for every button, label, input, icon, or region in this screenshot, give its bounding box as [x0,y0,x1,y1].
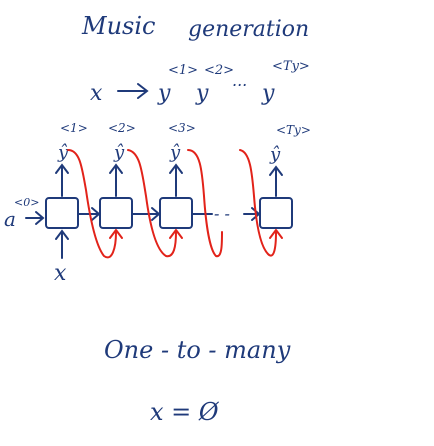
rnn-cell-3 [159,197,193,229]
mapping-y2: y [195,81,209,106]
activation-arrow-1-icon [77,207,101,221]
title-music: Music [81,12,155,40]
feedback-arrow-1-icon [67,149,123,259]
output-sup-2: <2> [108,121,136,135]
mapping-dots: ... [232,71,247,90]
rnn-cell-2 [99,197,133,229]
activation-dots: - - [214,204,230,223]
a0-sup: <0> [14,196,39,209]
a0-arrow-icon [25,211,45,225]
mapping-y1: y [157,81,171,106]
output-arrow-Ty-icon [269,165,283,197]
a0-label: a [4,207,16,231]
output-arrow-2-icon [109,163,123,197]
rnn-cell-Ty [259,197,293,229]
feedback-arrow-Ty-icon [239,149,283,257]
one-to-many-label: One - to - many [104,336,291,364]
rnn-cell-1 [45,197,79,229]
output-sup-1: <1> [60,121,88,135]
output-arrow-1-icon [55,163,69,197]
output-sup-Ty: <Ty> [276,123,311,137]
mapping-y2-sup: <2> [204,63,234,78]
activation-arrow-2-icon [131,207,161,221]
title-generation: generation [188,17,309,42]
output-yhat-2: ŷ [113,142,125,163]
mapping-x: x [90,81,103,106]
output-label-2: ŷ <2> [108,121,136,163]
output-label-1: ŷ <1> [57,121,88,163]
feedback-arrow-3-icon [187,149,223,258]
output-sup-3: <3> [168,121,196,135]
output-label-Ty: ŷ <Ty> [269,123,311,165]
output-label-3: ŷ <3> [168,121,196,163]
mapping-arrow-icon [117,83,149,99]
mapping-y1-sup: <1> [168,63,198,78]
feedback-arrow-2-icon [127,149,183,258]
input-x: x [54,261,67,286]
mapping-yT-sup: <Ty> [272,59,310,74]
output-yhat-1: ŷ [57,142,69,163]
output-yhat-3: ŷ [169,142,181,163]
mapping-yT: y [261,81,275,106]
input-arrow-icon [55,229,69,259]
output-yhat-Ty: ŷ [269,144,281,165]
output-arrow-3-icon [169,163,183,197]
null-input-equation: x = Ø [150,398,220,426]
